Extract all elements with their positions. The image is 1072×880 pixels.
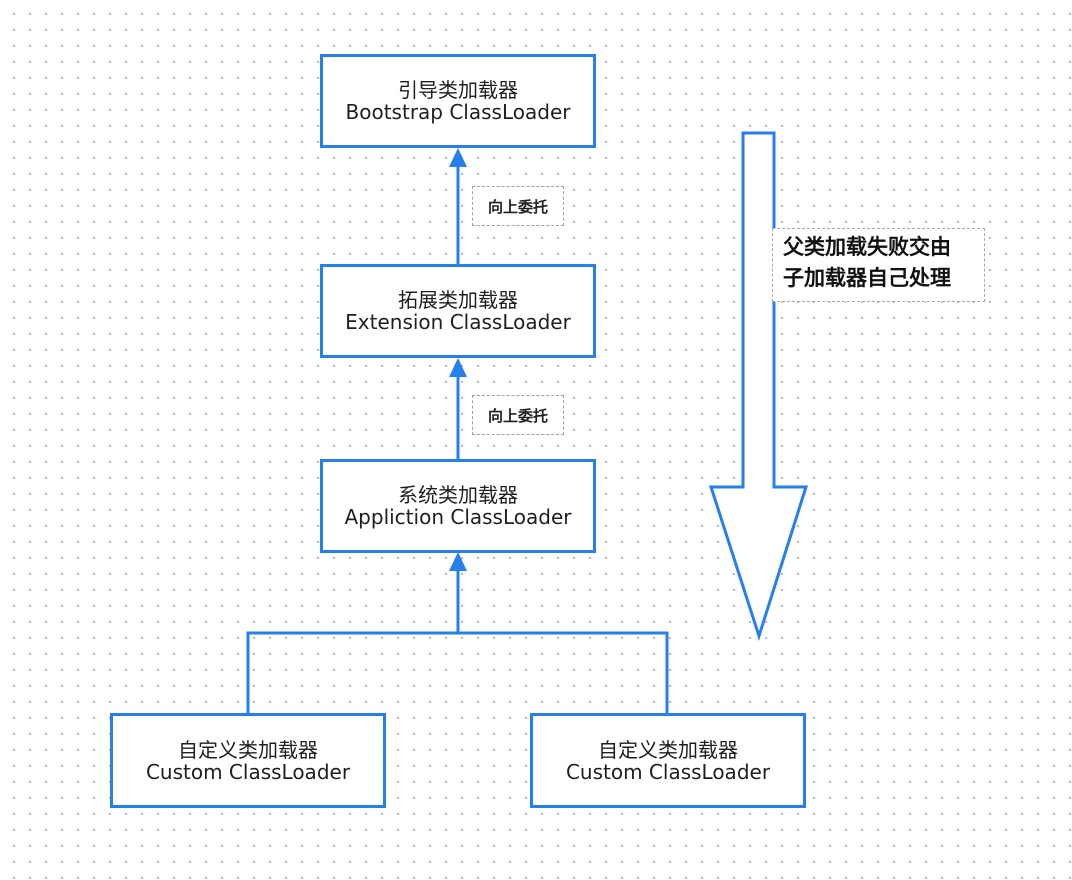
application-classloader-node: 系统类加载器 Appliction ClassLoader [320, 459, 596, 553]
extension-classloader-node: 拓展类加载器 Extension ClassLoader [320, 264, 596, 358]
application-cn-label: 系统类加载器 [398, 483, 518, 507]
bootstrap-classloader-node: 引导类加载器 Bootstrap ClassLoader [320, 54, 596, 148]
side-note: 父类加载失败交由 子加载器自己处理 [772, 228, 985, 302]
custom-classloader-left-node: 自定义类加载器 Custom ClassLoader [110, 713, 386, 808]
side-note-line2: 子加载器自己处理 [783, 266, 951, 290]
edge-custom-left-to-app [246, 631, 458, 713]
edge-label-app-to-ext: 向上委托 [472, 395, 564, 435]
extension-en-label: Extension ClassLoader [345, 310, 571, 334]
bootstrap-en-label: Bootstrap ClassLoader [345, 100, 571, 124]
custom-right-en-label: Custom ClassLoader [565, 759, 771, 784]
arrowhead-boot [449, 148, 467, 167]
custom-left-cn-label: 自定义类加载器 [178, 737, 318, 762]
arrowhead-ext [449, 358, 467, 377]
extension-cn-label: 拓展类加载器 [398, 288, 518, 312]
application-en-label: Appliction ClassLoader [344, 505, 572, 529]
custom-left-en-label: Custom ClassLoader [145, 759, 351, 784]
arrowhead-app [449, 552, 467, 571]
side-note-line1: 父类加载失败交由 [783, 235, 951, 259]
bootstrap-cn-label: 引导类加载器 [398, 78, 518, 102]
edge-custom-right-to-app [458, 631, 669, 713]
edge-label-ext-to-boot: 向上委托 [472, 186, 564, 226]
big-down-arrow [708, 131, 809, 641]
custom-classloader-right-node: 自定义类加载器 Custom ClassLoader [530, 713, 806, 808]
custom-right-cn-label: 自定义类加载器 [598, 737, 738, 762]
